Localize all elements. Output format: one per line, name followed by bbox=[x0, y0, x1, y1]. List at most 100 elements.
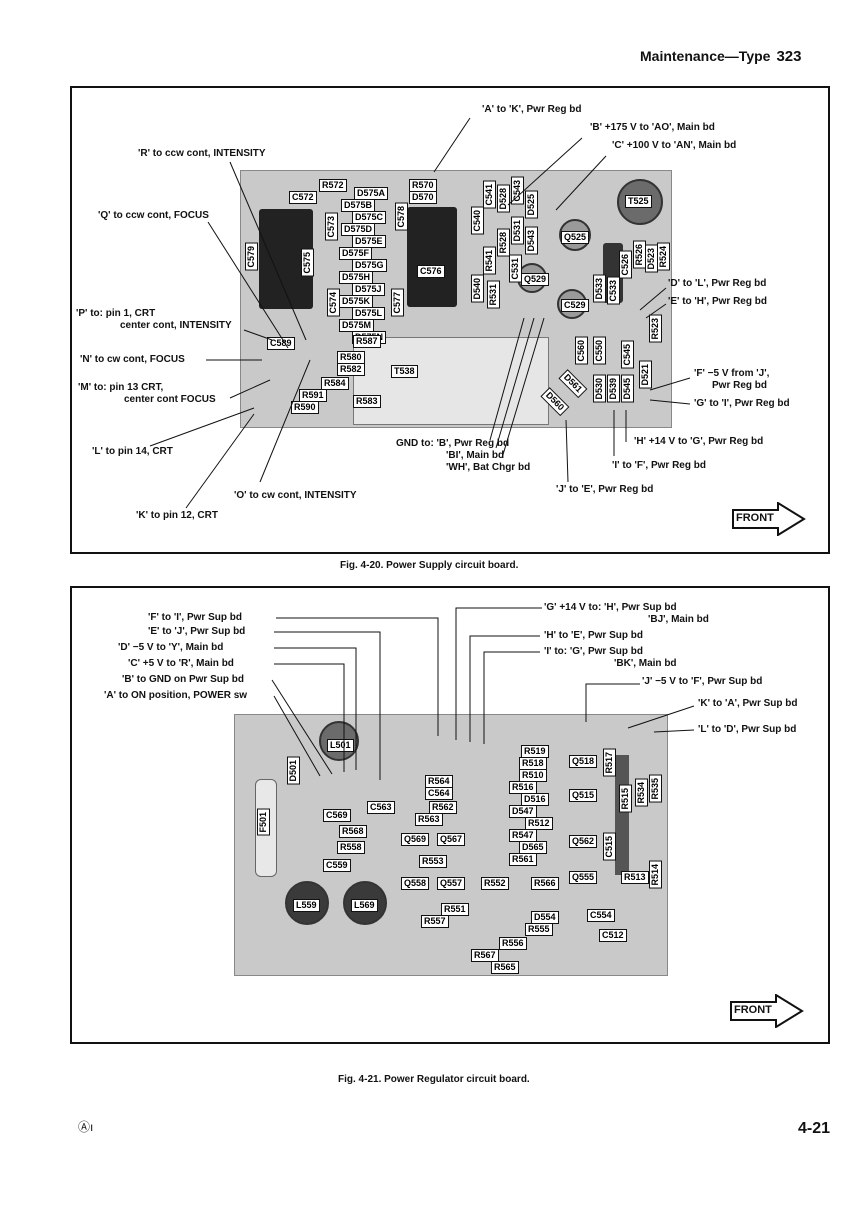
figure-4-21-caption: Fig. 4-21. Power Regulator circuit board… bbox=[338, 1074, 530, 1085]
label-c-plus5v: 'C' +5 V to 'R', Main bd bbox=[128, 658, 234, 669]
label-b-gnd: 'B' to GND on Pwr Sup bd bbox=[122, 674, 244, 685]
label-k-to-a: 'K' to 'A', Pwr Sup bd bbox=[698, 698, 798, 709]
component-label: R513 bbox=[621, 871, 649, 884]
component-label: T525 bbox=[625, 195, 652, 208]
component-label: R567 bbox=[471, 949, 499, 962]
component-label: R552 bbox=[481, 877, 509, 890]
component-label: L569 bbox=[351, 899, 378, 912]
component-label: D575J bbox=[352, 283, 385, 296]
component-label: R583 bbox=[353, 395, 381, 408]
component-label: D570 bbox=[409, 191, 437, 204]
component-label: R563 bbox=[415, 813, 443, 826]
figure-4-20-caption: Fig. 4-20. Power Supply circuit board. bbox=[340, 560, 519, 571]
component-label: D575E bbox=[352, 235, 386, 248]
component-label: D575G bbox=[352, 259, 387, 272]
label-q-focus: 'Q' to ccw cont, FOCUS bbox=[98, 210, 209, 221]
label-e-to-j: 'E' to 'J', Pwr Sup bd bbox=[148, 626, 246, 637]
page-number: 4-21 bbox=[798, 1120, 831, 1137]
component-label: R553 bbox=[419, 855, 447, 868]
label-g-to-i: 'G' to 'I', Pwr Reg bd bbox=[694, 398, 790, 409]
front-arrow-2: FRONT bbox=[730, 993, 804, 1033]
figure-4-21-frame bbox=[70, 586, 830, 1044]
component-label: Q518 bbox=[569, 755, 598, 768]
component-label: C559 bbox=[323, 859, 351, 872]
component-label: R512 bbox=[525, 817, 553, 830]
component-label: R562 bbox=[429, 801, 457, 814]
header-page-number: 323 bbox=[776, 48, 802, 65]
component-label: R555 bbox=[525, 923, 553, 936]
component-label: C512 bbox=[599, 929, 627, 942]
label-m-center: center cont FOCUS bbox=[124, 394, 216, 405]
component-label: Q557 bbox=[437, 877, 466, 890]
component-label: C576 bbox=[417, 265, 445, 278]
label-j-to-e: 'J' to 'E', Pwr Reg bd bbox=[556, 484, 654, 495]
figure-4-20-frame bbox=[70, 86, 830, 554]
component-label: C569 bbox=[323, 809, 351, 822]
component-label: R582 bbox=[337, 363, 365, 376]
component-label: C529 bbox=[561, 299, 589, 312]
component-label: R587 bbox=[353, 335, 381, 348]
component-label: C554 bbox=[587, 909, 615, 922]
label-k-pin12: 'K' to pin 12, CRT bbox=[136, 510, 218, 521]
label-gnd: GND to: 'B', Pwr Reg bd bbox=[396, 438, 510, 449]
publisher-mark: Ⓐı bbox=[78, 1120, 94, 1134]
front-arrow-1: FRONT bbox=[732, 501, 806, 541]
page-header: Maintenance—Type 323 bbox=[640, 48, 801, 65]
label-m-pin13: 'M' to: pin 13 CRT, bbox=[78, 382, 164, 393]
component-label: Q569 bbox=[401, 833, 430, 846]
label-gnd-bi: 'BI', Main bd bbox=[446, 450, 505, 461]
label-j-minus5v: 'J' −5 V to 'F', Pwr Sup bd bbox=[642, 676, 763, 687]
label-i-to-g: 'I' to: 'G', Pwr Sup bd bbox=[544, 646, 643, 657]
component-label: C564 bbox=[425, 787, 453, 800]
component-label: R565 bbox=[491, 961, 519, 974]
label-f-minus5v: 'F' −5 V from 'J', bbox=[694, 368, 770, 379]
label-h-14v: 'H' +14 V to 'G', Pwr Reg bd bbox=[634, 436, 764, 447]
label-f-pwr-reg: Pwr Reg bd bbox=[712, 380, 768, 391]
component-label: R558 bbox=[337, 841, 365, 854]
component-label: R568 bbox=[339, 825, 367, 838]
component-label: R572 bbox=[319, 179, 347, 192]
component-label: Q558 bbox=[401, 877, 430, 890]
power-supply-board-photo: R572 C572 D575A D575B D575C D575D D575E … bbox=[240, 170, 672, 428]
label-h-to-e: 'H' to 'E', Pwr Sup bd bbox=[544, 630, 643, 641]
label-i-to-f: 'I' to 'F', Pwr Reg bd bbox=[612, 460, 706, 471]
header-title: Maintenance—Type bbox=[640, 48, 771, 64]
label-b-175v: 'B' +175 V to 'AO', Main bd bbox=[590, 122, 715, 133]
label-r-intensity: 'R' to ccw cont, INTENSITY bbox=[138, 148, 266, 159]
label-i-bk: 'BK', Main bd bbox=[614, 658, 677, 669]
component-label: Q567 bbox=[437, 833, 466, 846]
component-label: R551 bbox=[441, 903, 469, 916]
label-p-pin1: 'P' to: pin 1, CRT bbox=[76, 308, 156, 319]
capacitor-block-center bbox=[407, 207, 457, 307]
component-label: Q525 bbox=[561, 231, 590, 244]
component-label: T538 bbox=[391, 365, 418, 378]
component-label: R590 bbox=[291, 401, 319, 414]
component-label: C572 bbox=[289, 191, 317, 204]
component-label: Q562 bbox=[569, 835, 598, 848]
power-regulator-board-photo: L501 D501 F501 C569 C563 R568 R558 C559 … bbox=[234, 714, 668, 976]
label-d-to-l: 'D' to 'L', Pwr Reg bd bbox=[668, 278, 767, 289]
label-gnd-wh: 'WH', Bat Chgr bd bbox=[446, 462, 531, 473]
label-g-14v: 'G' +14 V to: 'H', Pwr Sup bd bbox=[544, 602, 677, 613]
label-g-bj: 'BJ', Main bd bbox=[648, 614, 709, 625]
front-label: FRONT bbox=[734, 1004, 772, 1016]
label-p-center: center cont, INTENSITY bbox=[120, 320, 232, 331]
front-label: FRONT bbox=[736, 512, 774, 524]
label-l-to-d: 'L' to 'D', Pwr Sup bd bbox=[698, 724, 797, 735]
component-label: R556 bbox=[499, 937, 527, 950]
label-n-focus: 'N' to cw cont, FOCUS bbox=[80, 354, 185, 365]
component-label: Q529 bbox=[521, 273, 550, 286]
label-e-to-h: 'E' to 'H', Pwr Reg bd bbox=[668, 296, 767, 307]
component-label: L501 bbox=[327, 739, 354, 752]
label-o-intensity: 'O' to cw cont, INTENSITY bbox=[234, 490, 357, 501]
component-label: R584 bbox=[321, 377, 349, 390]
label-f-to-i: 'F' to 'I', Pwr Sup bd bbox=[148, 612, 242, 623]
label-d-minus5v: 'D' −5 V to 'Y', Main bd bbox=[118, 642, 224, 653]
label-a-to-k: 'A' to 'K', Pwr Reg bd bbox=[482, 104, 582, 115]
label-c-100v: 'C' +100 V to 'AN', Main bd bbox=[612, 140, 737, 151]
component-label: D547 bbox=[509, 805, 537, 818]
component-label: L559 bbox=[293, 899, 320, 912]
component-label: R566 bbox=[531, 877, 559, 890]
